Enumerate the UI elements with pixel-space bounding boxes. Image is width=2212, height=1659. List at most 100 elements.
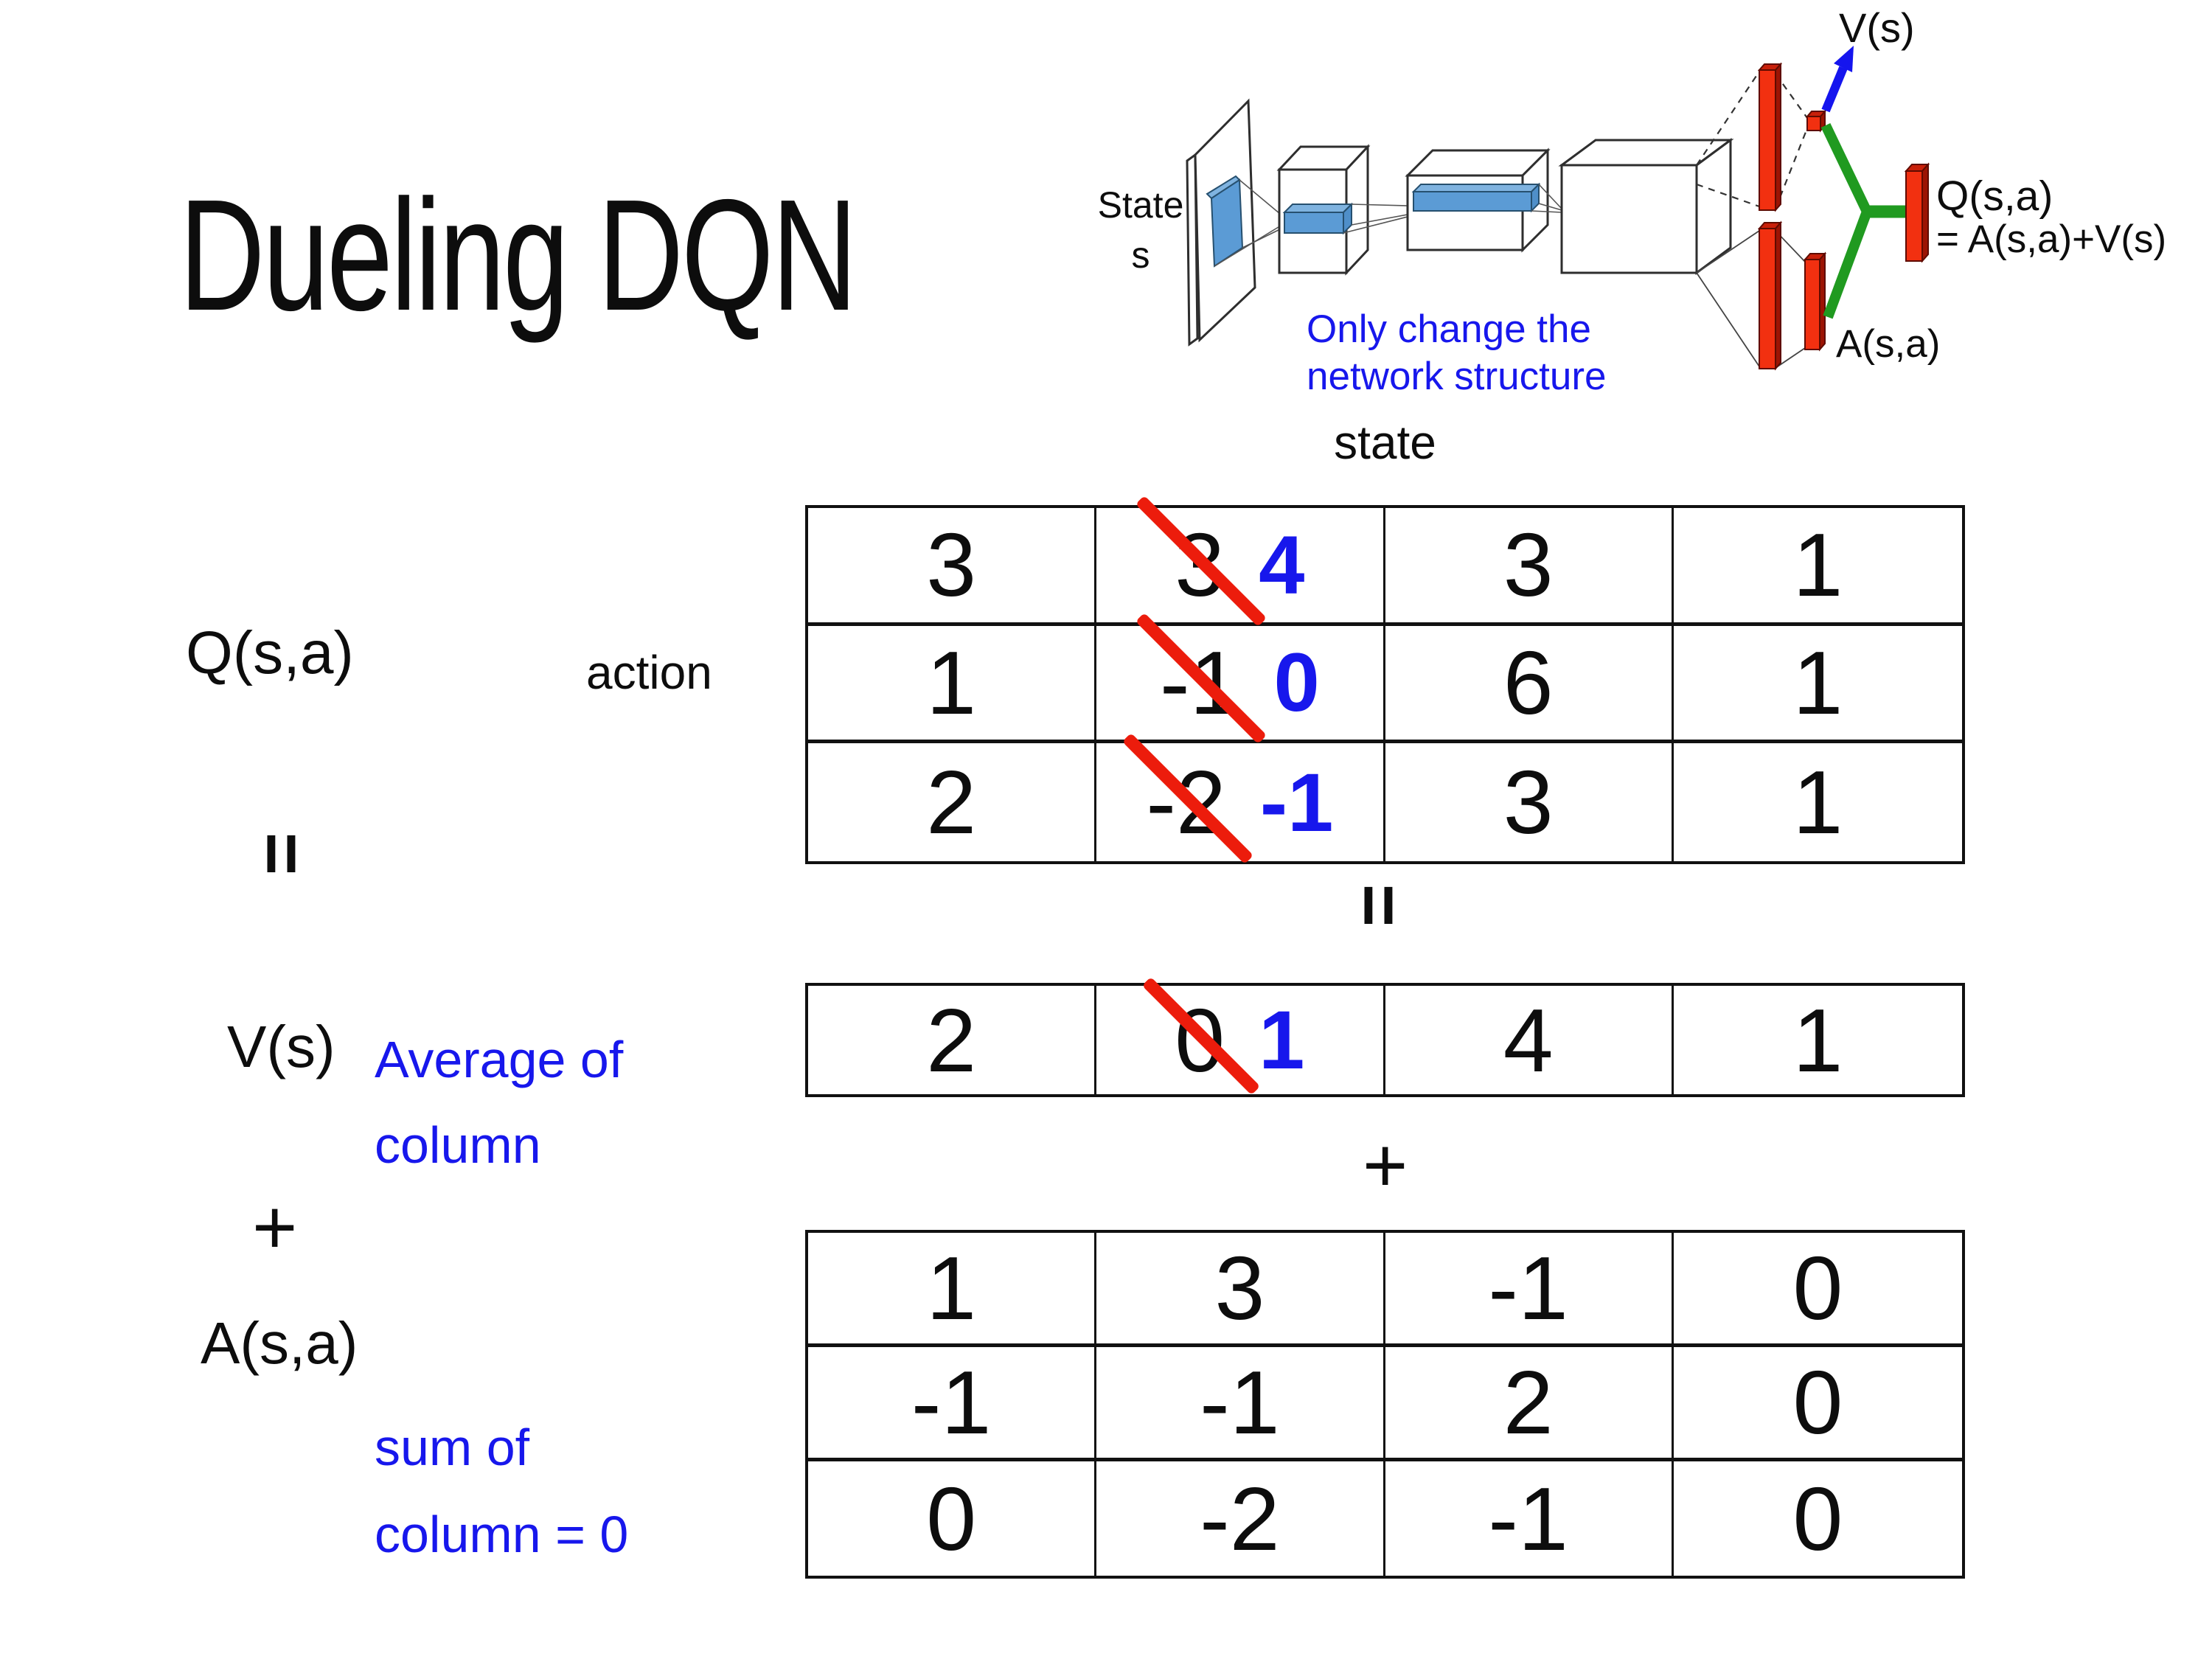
network-note: Only change the network structure bbox=[1307, 306, 1606, 400]
sum-note-line1: sum of bbox=[375, 1419, 530, 1476]
q-new-value: 0 bbox=[1273, 636, 1320, 729]
q-cell-r1c1: -1 0 bbox=[1096, 613, 1385, 745]
q-table: 3 3 4 3 1 1 -1 0 6 1 2 -2 -1 bbox=[805, 495, 1965, 864]
a-cell-r1c2: 2 bbox=[1385, 1347, 1674, 1461]
a-cell-r0c2: -1 bbox=[1385, 1233, 1674, 1347]
state-input-label: State s bbox=[1093, 181, 1189, 280]
q-value: 1 bbox=[926, 632, 977, 733]
v-cell-c0: 2 bbox=[808, 986, 1097, 1094]
q-cell-r0c1: 3 4 bbox=[1096, 495, 1385, 627]
q-new-value: 4 bbox=[1259, 518, 1305, 611]
a-value: -2 bbox=[1200, 1468, 1280, 1569]
q-cell-r1c2: 6 bbox=[1385, 625, 1674, 744]
v-arrow bbox=[1821, 46, 1854, 113]
q-cell-r0c0: 3 bbox=[808, 508, 1097, 626]
output-bar bbox=[1904, 162, 1930, 263]
state-input-line2: s bbox=[1131, 234, 1150, 276]
q-cell-r1c3: 1 bbox=[1673, 626, 1962, 744]
q-value: 1 bbox=[1792, 515, 1843, 616]
conv-lines-2 bbox=[1343, 204, 1408, 234]
v-old-wrap: 0 bbox=[1141, 976, 1260, 1096]
v-cell-c3: 1 bbox=[1674, 986, 1962, 1094]
v-output-label: V(s) bbox=[1839, 4, 1915, 51]
q-output-equation: = A(s,a)+V(s) bbox=[1936, 218, 2167, 261]
a-value: 0 bbox=[1792, 1238, 1843, 1338]
sum-note-line2: column = 0 bbox=[375, 1506, 629, 1563]
a-cell-r0c3: 0 bbox=[1673, 1233, 1962, 1347]
a-cell-r2c0: 0 bbox=[808, 1461, 1097, 1576]
feature-bar-2 bbox=[1411, 182, 1541, 213]
v-table: 2 0 1 4 1 bbox=[805, 976, 1965, 1097]
q-value: 2 bbox=[926, 752, 977, 853]
action-label: action bbox=[586, 646, 712, 699]
state-header: state bbox=[1334, 416, 1436, 469]
v-value: 4 bbox=[1503, 990, 1554, 1091]
a-cell-r1c1: -1 bbox=[1096, 1347, 1385, 1461]
a-value: 1 bbox=[926, 1238, 977, 1338]
plus-sign-center: + bbox=[1363, 1122, 1408, 1208]
conv-patch bbox=[1206, 175, 1244, 268]
a-value: 0 bbox=[1792, 1352, 1843, 1453]
a-value: -1 bbox=[1200, 1352, 1280, 1453]
q-matrix-label: Q(s,a) bbox=[186, 619, 354, 686]
v-node bbox=[1805, 109, 1827, 133]
conv-lines-3 bbox=[1531, 184, 1562, 213]
q-cell-r2c2: 3 bbox=[1385, 743, 1674, 861]
a-value: -1 bbox=[1488, 1468, 1568, 1569]
a-cell-r2c1: -2 bbox=[1096, 1461, 1385, 1576]
v-new-value: 1 bbox=[1259, 994, 1305, 1086]
v-cell-c2: 4 bbox=[1385, 986, 1674, 1094]
q-value: 3 bbox=[1503, 515, 1554, 616]
a-cell-r0c0: 1 bbox=[808, 1233, 1097, 1347]
q-cell-r2c3: 1 bbox=[1674, 743, 1962, 861]
a-value: 0 bbox=[1792, 1468, 1843, 1569]
conv-box-3 bbox=[1558, 138, 1734, 275]
a-cell-r1c0: -1 bbox=[808, 1347, 1097, 1461]
a-cell-r2c3: 0 bbox=[1674, 1461, 1962, 1576]
a-matrix-label: A(s,a) bbox=[201, 1310, 358, 1376]
network-note-line2: network structure bbox=[1307, 354, 1607, 398]
average-note-line1: Average of bbox=[375, 1031, 624, 1088]
q-cell-r1c0: 1 bbox=[808, 625, 1097, 744]
fc-bar-top bbox=[1757, 62, 1783, 212]
a-table: 1 3 -1 0 -1 -1 2 0 0 -2 -1 0 bbox=[805, 1230, 1965, 1579]
network-diagram bbox=[1186, 46, 1930, 371]
feature-bar-1 bbox=[1282, 202, 1354, 235]
a-value: -1 bbox=[911, 1352, 992, 1453]
average-note-line2: column bbox=[375, 1116, 541, 1174]
state-input-line1: State bbox=[1097, 184, 1184, 226]
q-old-wrap: 3 bbox=[1135, 495, 1267, 627]
v-value: 2 bbox=[926, 990, 977, 1091]
a-value: 3 bbox=[1214, 1238, 1265, 1338]
a-value: 0 bbox=[926, 1468, 977, 1569]
equals-sign-left: = bbox=[240, 832, 323, 876]
q-cell-r2c1: -2 -1 bbox=[1096, 732, 1385, 864]
plus-sign-left: + bbox=[252, 1184, 298, 1270]
q-value: 3 bbox=[926, 515, 977, 616]
q-old-wrap: -2 bbox=[1121, 732, 1253, 864]
v-cell-c1: 0 1 bbox=[1096, 976, 1385, 1096]
a-cell-r1c3: 0 bbox=[1673, 1347, 1962, 1461]
a-cell-r2c2: -1 bbox=[1385, 1461, 1674, 1576]
q-value: 6 bbox=[1503, 632, 1554, 733]
q-output-label: Q(s,a) bbox=[1936, 173, 2053, 220]
q-value: 1 bbox=[1792, 752, 1843, 853]
q-old-wrap: -1 bbox=[1135, 613, 1267, 745]
q-value: 3 bbox=[1503, 752, 1554, 853]
fc-bar-bottom bbox=[1757, 220, 1783, 371]
q-value: 1 bbox=[1792, 632, 1843, 733]
a-value: -1 bbox=[1488, 1238, 1568, 1338]
a-cell-r0c1: 3 bbox=[1096, 1233, 1385, 1347]
q-cell-r0c2: 3 bbox=[1385, 508, 1674, 626]
equals-sign-center: = bbox=[1338, 883, 1420, 928]
conv-lines-1 bbox=[1214, 179, 1285, 267]
green-link bbox=[1820, 122, 1907, 319]
page-title: Dueling DQN bbox=[179, 166, 858, 344]
network-note-line1: Only change the bbox=[1307, 307, 1591, 351]
v-matrix-label: V(s) bbox=[227, 1014, 335, 1079]
a-value: 2 bbox=[1503, 1352, 1554, 1453]
a-output-label: A(s,a) bbox=[1836, 322, 1941, 366]
q-new-value: -1 bbox=[1259, 756, 1334, 849]
a-node bbox=[1803, 251, 1827, 352]
q-cell-r2c0: 2 bbox=[808, 743, 1097, 861]
